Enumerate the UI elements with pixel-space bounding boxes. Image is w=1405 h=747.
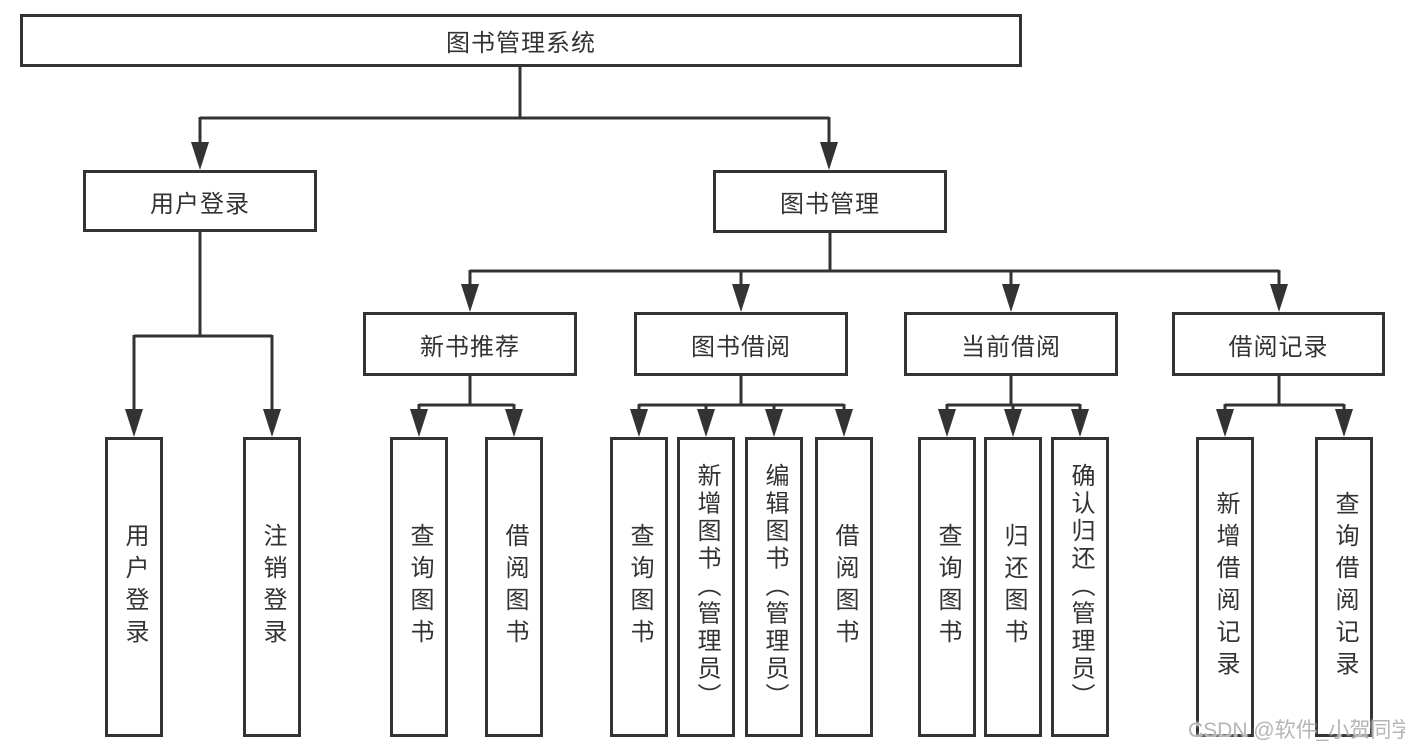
node-label: 用户登录 — [121, 523, 148, 651]
node-library-management-system: 图书管理系统 — [20, 14, 1022, 67]
leaf-query-book: 查询图书 — [918, 437, 976, 737]
node-current-borrow: 当前借阅 — [904, 312, 1118, 376]
leaf-logout: 注销登录 — [243, 437, 301, 737]
node-book-management: 图书管理 — [713, 170, 947, 233]
leaf-borrow-book: 借阅图书 — [815, 437, 873, 737]
node-label: 当前借阅 — [961, 333, 1061, 361]
node-label: 查询借阅记录 — [1331, 491, 1358, 683]
node-label: 用户登录 — [150, 190, 250, 218]
node-label: 编辑图书（管理员） — [761, 463, 788, 711]
node-label: 新书推荐 — [420, 333, 520, 361]
leaf-return-book: 归还图书 — [984, 437, 1042, 737]
leaf-user-login: 用户登录 — [105, 437, 163, 737]
node-book-borrow: 图书借阅 — [634, 312, 848, 376]
node-label: 查询图书 — [934, 523, 961, 651]
leaf-query-borrow-record: 查询借阅记录 — [1315, 437, 1373, 737]
node-user-login: 用户登录 — [83, 170, 317, 232]
arrowheads — [125, 142, 1353, 437]
leaf-query-book: 查询图书 — [610, 437, 668, 737]
node-label: 新增图书（管理员） — [693, 463, 720, 711]
node-label: 注销登录 — [259, 523, 286, 651]
node-label: 图书管理系统 — [446, 30, 596, 57]
node-label: 确认归还（管理员） — [1067, 463, 1094, 711]
leaf-edit-book-admin: 编辑图书（管理员） — [745, 437, 803, 737]
node-label: 查询图书 — [626, 523, 653, 651]
leaf-borrow-book: 借阅图书 — [485, 437, 543, 737]
watermark: CSDN @软件_小贺同学 — [1188, 719, 1405, 742]
node-label: 借阅图书 — [501, 523, 528, 651]
node-label: 图书借阅 — [691, 333, 791, 361]
node-borrow-records: 借阅记录 — [1172, 312, 1385, 376]
node-label: 借阅图书 — [831, 523, 858, 651]
leaf-confirm-return-admin: 确认归还（管理员） — [1051, 437, 1109, 737]
node-label: 借阅记录 — [1228, 333, 1329, 361]
node-new-book-recommend: 新书推荐 — [363, 312, 577, 376]
node-label: 图书管理 — [780, 191, 880, 218]
leaf-add-book-admin: 新增图书（管理员） — [677, 437, 735, 737]
node-label: 新增借阅记录 — [1212, 491, 1239, 683]
leaf-query-book: 查询图书 — [390, 437, 448, 737]
node-label: 查询图书 — [406, 523, 433, 651]
leaf-add-borrow-record: 新增借阅记录 — [1196, 437, 1254, 737]
node-label: 归还图书 — [1000, 523, 1027, 651]
